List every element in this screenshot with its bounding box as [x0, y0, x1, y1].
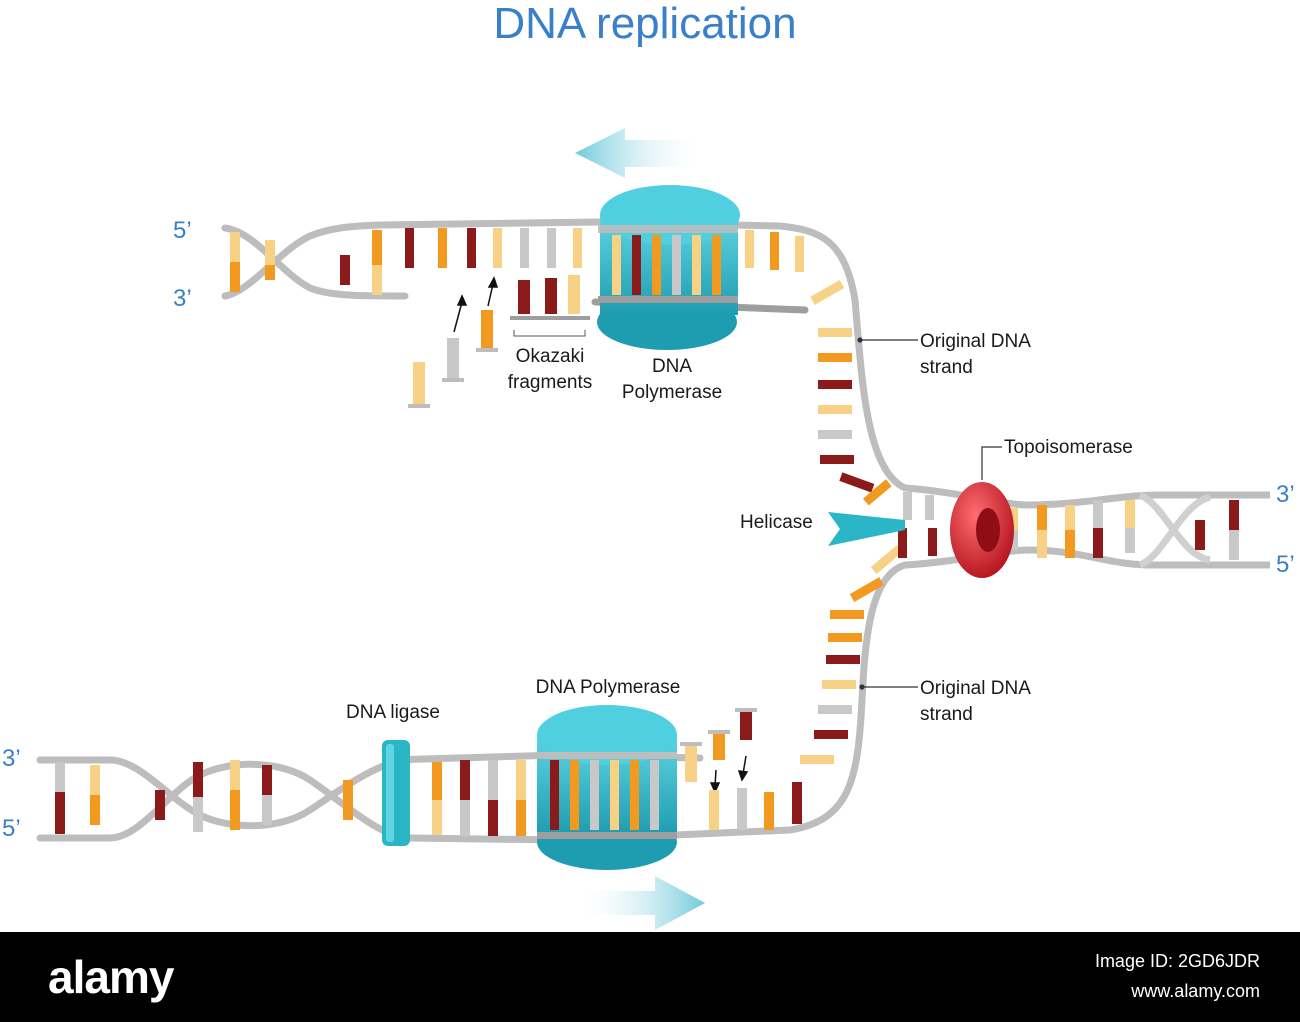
polymerase-bottom-label: DNA Polymerase — [536, 677, 681, 698]
image-info: Image ID: 2GD6JDR www.alamy.com — [1095, 946, 1260, 1006]
leader-lines — [857, 337, 1002, 690]
helicase-enzyme — [828, 512, 905, 546]
lagging-strand-bases — [405, 228, 804, 272]
original-strand-bottom-line2: strand — [920, 704, 973, 725]
brand-logo: alamy — [48, 951, 174, 1003]
bottom-fork-backbone — [36, 561, 909, 844]
dna-ligase-enzyme — [382, 740, 410, 846]
end-label-right-5: 5’ — [1276, 551, 1295, 578]
end-label-top-left-3: 3’ — [173, 285, 192, 312]
leading-direction-arrow-left — [575, 128, 705, 178]
polymerase-top-label-line2: Polymerase — [622, 382, 722, 403]
dna-replication-diagram: DNA replication — [2, 0, 1295, 930]
okazaki-label-line2: fragments — [508, 372, 592, 393]
right-duplex-backbone — [904, 484, 1270, 569]
dna-polymerase-top — [597, 185, 740, 350]
okazaki-fragment-bases — [510, 275, 590, 320]
fork-bases-bottom — [800, 545, 903, 764]
end-label-bottom-left-5: 5’ — [2, 815, 21, 842]
ligase-label: DNA ligase — [346, 702, 440, 723]
base-pairs-bottom-left — [55, 760, 353, 834]
site-url: www.alamy.com — [1131, 981, 1260, 1001]
incoming-arrows-top — [453, 276, 499, 333]
dna-polymerase-bottom — [537, 705, 677, 870]
leading-strand-bases — [709, 782, 802, 830]
direction-arrow-right — [575, 876, 705, 930]
okazaki-bracket — [513, 330, 586, 337]
end-label-bottom-left-3: 3’ — [2, 745, 21, 772]
topoisomerase-label: Topoisomerase — [1004, 437, 1133, 458]
helicase-label: Helicase — [740, 512, 813, 533]
diagram-title: DNA replication — [493, 0, 796, 48]
base-pairs-right — [1008, 500, 1239, 560]
original-strand-top-line2: strand — [920, 357, 973, 378]
free-nucleotides-top — [408, 310, 498, 408]
free-nucleotides-bottom — [680, 708, 757, 782]
helicase-zone-bases — [898, 492, 937, 558]
image-id: Image ID: 2GD6JDR — [1094, 951, 1260, 971]
original-strand-top-line1: Original DNA — [920, 331, 1031, 352]
fork-bases-top — [810, 280, 892, 506]
original-strand-bottom-line1: Original DNA — [920, 678, 1031, 699]
okazaki-label-line1: Okazaki — [516, 346, 585, 367]
end-label-top-left-5: 5’ — [173, 217, 192, 244]
polymerase-top-label-line1: DNA — [652, 356, 692, 377]
incoming-arrows-bottom — [709, 755, 749, 794]
base-pairs-top-left — [230, 230, 382, 295]
footer-bar: alamy Image ID: 2GD6JDR www.alamy.com — [0, 932, 1300, 1022]
topoisomerase-enzyme — [950, 482, 1014, 578]
base-pairs-bottom-middle — [432, 760, 526, 836]
end-label-right-3: 3’ — [1276, 481, 1295, 508]
